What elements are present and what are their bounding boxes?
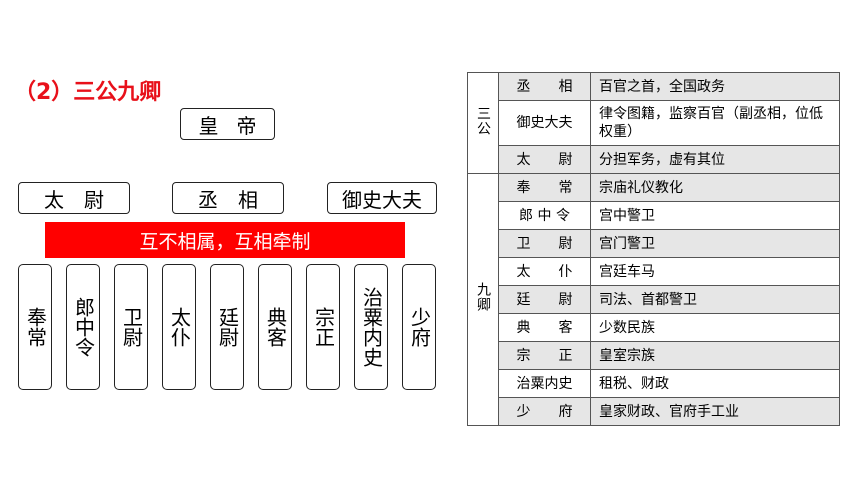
sangong-chengxiang-box: 丞相 [172,182,284,214]
table-row: 太 仆 宫廷车马 [468,257,840,286]
table-row: 卫 尉 宫门警卫 [468,229,840,258]
table-row: 郎 中 令 宫中警卫 [468,201,840,230]
table-cell-name: 卫 尉 [498,229,591,258]
table-cell-desc: 百官之首，全国政务 [590,72,840,101]
table-cell-desc: 宗庙礼仪教化 [590,173,840,202]
official-duties-table: 三公 丞 相 百官之首，全国政务 御史大夫 律令图籍，监察百官（副丞相，位低权重… [467,72,840,426]
table-cell-desc: 宫门警卫 [590,229,840,258]
jiuqing-box-7: 宗正 [306,264,340,390]
table-cell-name: 廷 尉 [498,285,591,314]
table-row: 御史大夫 律令图籍，监察百官（副丞相，位低权重） [468,100,840,146]
group-label-jiuqing: 九卿 [467,173,499,426]
table-row: 太 尉 分担军务，虚有其位 [468,145,840,174]
table-cell-desc: 租税、财政 [590,369,840,398]
table-cell-name: 典 客 [498,313,591,342]
checks-balances-banner: 互不相属，互相牵制 [45,222,405,258]
table-row: 廷 尉 司法、首都警卫 [468,285,840,314]
table-cell-name: 丞 相 [498,72,591,101]
table-cell-desc: 少数民族 [590,313,840,342]
table-cell-name: 少 府 [498,397,591,426]
table-row: 三公 丞 相 百官之首，全国政务 [467,72,840,174]
jiuqing-box-1: 奉常 [18,264,52,390]
table-row: 宗 正 皇室宗族 [468,341,840,370]
jiuqing-box-3: 卫尉 [114,264,148,390]
table-cell-desc: 律令图籍，监察百官（副丞相，位低权重） [590,100,840,146]
table-cell-name: 治粟内史 [498,369,591,398]
section-title: （2）三公九卿 [14,80,162,105]
jiuqing-box-8: 治粟内史 [354,264,388,390]
emperor-box: 皇帝 [180,108,275,140]
table-cell-desc: 司法、首都警卫 [590,285,840,314]
table-row: 九卿 奉 常 宗庙礼仪教化 [467,173,840,426]
group-label-sangong: 三公 [467,72,499,174]
jiuqing-box-5: 廷尉 [210,264,244,390]
table-row: 治粟内史 租税、财政 [468,369,840,398]
jiuqing-box-2: 郎中令 [66,264,100,390]
table-cell-name: 郎 中 令 [498,201,591,230]
table-row: 典 客 少数民族 [468,313,840,342]
table-cell-desc: 宫廷车马 [590,257,840,286]
jiuqing-box-9: 少府 [402,264,436,390]
table-cell-desc: 皇家财政、官府手工业 [590,397,840,426]
table-cell-name: 宗 正 [498,341,591,370]
table-cell-desc: 宫中警卫 [590,201,840,230]
table-cell-name: 太 尉 [498,145,591,174]
table-cell-name: 奉 常 [498,173,591,202]
sangong-yushidafu-box: 御史大夫 [327,182,437,214]
table-row: 少 府 皇家财政、官府手工业 [468,397,840,426]
table-cell-name: 太 仆 [498,257,591,286]
table-cell-desc: 分担军务，虚有其位 [590,145,840,174]
jiuqing-box-6: 典客 [258,264,292,390]
sangong-taiwei-box: 太尉 [18,182,130,214]
table-cell-name: 御史大夫 [498,100,591,146]
jiuqing-box-4: 太仆 [162,264,196,390]
table-cell-desc: 皇室宗族 [590,341,840,370]
